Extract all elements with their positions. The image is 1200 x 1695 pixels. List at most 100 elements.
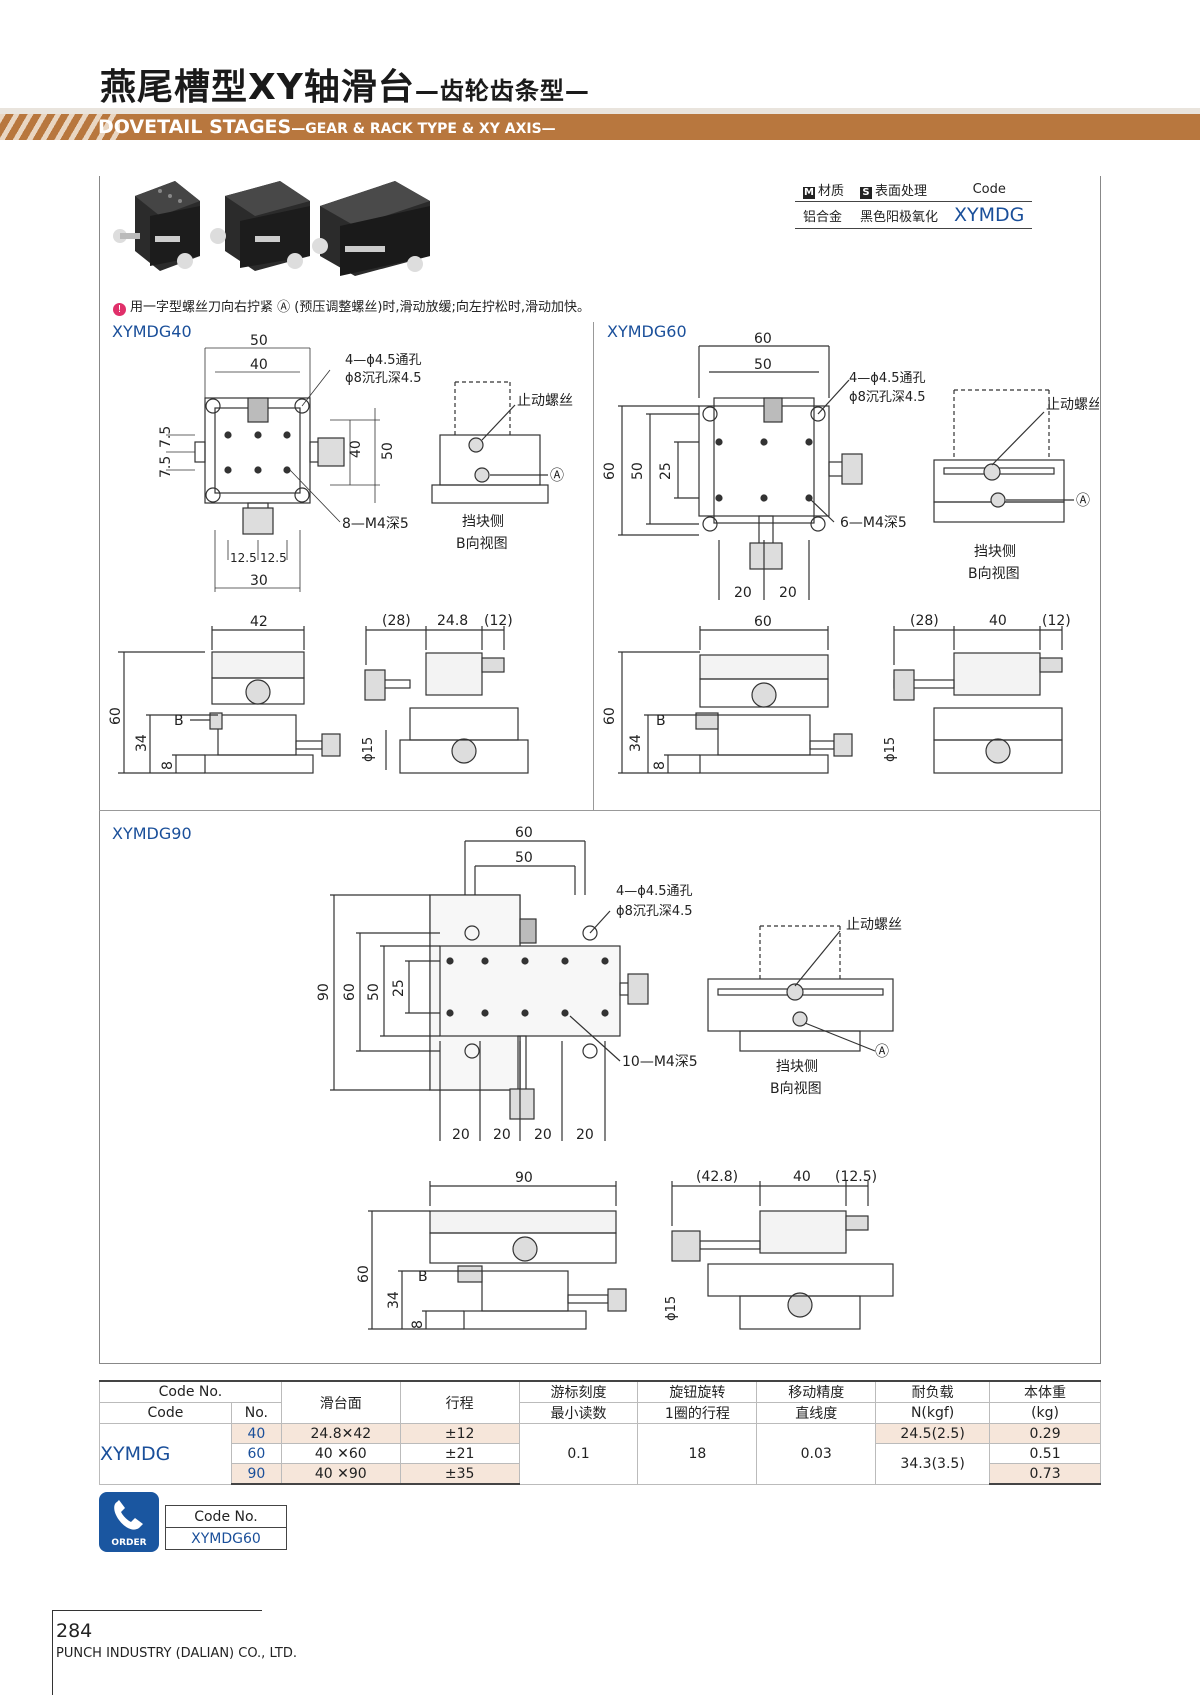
label-tap: 8—M4深5 — [342, 516, 409, 532]
th-accuracy-sub: 直线度 — [756, 1402, 877, 1424]
surface-badge: S — [860, 187, 873, 199]
band-stripes — [0, 114, 120, 140]
top-view-40 — [194, 397, 345, 535]
label-tap: 10—M4深5 — [622, 1054, 698, 1070]
title-en-sub: —GEAR & RACK TYPE & XY AXIS— — [291, 121, 556, 137]
th-vernier-sub: 最小读数 — [518, 1402, 639, 1424]
dim-60-vertical-front: 60 — [356, 1265, 372, 1283]
spec-material-value: 铝合金 — [795, 201, 853, 229]
dim-50-vertical: 50 — [380, 442, 396, 460]
dim-60-vertical: 60 — [602, 462, 618, 480]
cell-no: 90 — [230, 1463, 282, 1485]
title-en: DOVETAIL STAGES — [98, 116, 292, 138]
dim-50-vertical: 50 — [366, 983, 382, 1001]
dim-40: 40 — [793, 1169, 811, 1185]
dim-34-vertical: 34 — [628, 734, 644, 752]
dim-60-vertical-front: 60 — [602, 707, 618, 725]
cell-no: 40 — [230, 1423, 282, 1444]
label-b-arrow: B — [174, 713, 184, 729]
order-code-table: Code No. XYMDG60 — [165, 1505, 287, 1550]
label-b-view: B向视图 — [968, 566, 1020, 582]
cell-accuracy: 0.03 — [756, 1423, 877, 1485]
label-holes-b: ϕ8沉孔深4.5 — [616, 904, 693, 919]
label-circle-a: Ⓐ — [550, 468, 564, 484]
dim-34-vertical: 34 — [134, 734, 150, 752]
photo-stage-60 — [210, 181, 310, 271]
label-stop-screw: 止动螺丝 — [846, 917, 902, 933]
cell-weight: 0.29 — [989, 1423, 1101, 1444]
drawing-xymdg90: 60 50 90 60 50 25 20 20 20 20 4—ϕ4.5通孔 ϕ… — [316, 825, 902, 1330]
dim-42: 42 — [250, 614, 268, 630]
cell-code: XYMDG — [99, 1423, 232, 1485]
dim-90-front: 90 — [515, 1170, 533, 1186]
adjustment-note: ! 用一字型螺丝刀向右拧紧 Ⓐ (预压调整螺丝)时,滑动放缓;向左拧松时,滑动加快… — [113, 296, 590, 316]
th-no: No. — [230, 1402, 282, 1424]
dim-8-vertical: 8 — [410, 1320, 426, 1329]
dims-top-40 — [166, 347, 380, 592]
label-holes-a: 4—ϕ4.5通孔 — [616, 884, 693, 899]
dim-7-5-a: 7.5 — [158, 426, 174, 448]
material-label: 材质 — [818, 184, 845, 199]
label-stopper-side: 挡块侧 — [462, 514, 504, 530]
footer-rule — [52, 1610, 262, 1611]
material-badge: M — [803, 187, 815, 199]
phone-icon — [114, 1500, 143, 1530]
label-circle-a: Ⓐ — [875, 1044, 889, 1060]
label-stopper-side: 挡块侧 — [776, 1059, 818, 1075]
b-view-90 — [707, 925, 894, 1052]
table-row: 60 40 ✕60 ±21 34.3(3.5) 0.51 — [100, 1443, 1101, 1485]
th-stroke: 行程 — [399, 1380, 520, 1424]
cell-stroke: ±12 — [399, 1423, 520, 1444]
company-name: PUNCH INDUSTRY (DALIAN) CO., LTD. — [56, 1646, 297, 1661]
dim-60-front: 60 — [754, 614, 772, 630]
product-photos — [113, 181, 430, 276]
th-weight-sub: (kg) — [989, 1402, 1101, 1424]
warning-icon: ! — [113, 303, 126, 316]
page-title: 燕尾槽型XY轴滑台—齿轮齿条型— — [100, 58, 590, 110]
label-stop-screw: 止动螺丝 — [517, 393, 573, 409]
dim-60: 60 — [515, 825, 533, 841]
cell-surface: 40 ✕90 — [280, 1463, 401, 1485]
spec-surface-value: 黑色阳极氧化 — [852, 201, 947, 229]
cell-stroke: ±21 — [399, 1443, 520, 1464]
dim-7-5-b: 7.5 — [158, 456, 174, 478]
note-text: 用一字型螺丝刀向右拧紧 Ⓐ (预压调整螺丝)时,滑动放缓;向左拧松时,滑动加快。 — [130, 300, 591, 315]
drawing-frame — [99, 176, 1101, 1364]
top-view-90 — [330, 840, 649, 1141]
label-b-arrow: B — [656, 713, 666, 729]
th-code-no: Code No. — [99, 1380, 282, 1403]
th-surface: 滑台面 — [280, 1380, 401, 1424]
dim-50-vertical: 50 — [630, 462, 646, 480]
side-view-90 — [671, 1181, 894, 1330]
cell-load: 34.3(3.5) — [875, 1443, 991, 1485]
label-circle-a: Ⓐ — [1076, 493, 1090, 509]
th-knob: 旋钮旋转 — [637, 1380, 758, 1403]
order-badge: ORDER — [99, 1492, 159, 1552]
dim-30: 30 — [250, 573, 268, 589]
dim-20-c: 20 — [534, 1127, 552, 1143]
page-title-en: DOVETAIL STAGES—GEAR & RACK TYPE & XY AX… — [98, 116, 556, 138]
dim-12-5-a: 12.5 — [230, 551, 257, 565]
dim-25-vertical: 25 — [658, 462, 674, 480]
side-view-40 — [364, 626, 529, 774]
photo-stage-90 — [312, 181, 430, 276]
label-holes-a: 4—ϕ4.5通孔 — [345, 353, 422, 368]
th-accuracy: 移动精度 — [756, 1380, 877, 1403]
label-holes-b: ϕ8沉孔深4.5 — [849, 390, 926, 405]
dim-phi15: ϕ15 — [361, 737, 376, 762]
label-holes-a: 4—ϕ4.5通孔 — [849, 371, 926, 386]
label-b-arrow: B — [418, 1269, 428, 1285]
cell-vernier: 0.1 — [518, 1423, 639, 1485]
dim-50: 50 — [515, 850, 533, 866]
cell-load: 24.5(2.5) — [875, 1423, 991, 1444]
dim-50: 50 — [250, 333, 268, 349]
label-holes-b: ϕ8沉孔深4.5 — [345, 371, 422, 386]
dim-60: 60 — [754, 331, 772, 347]
table-row: 90 40 ✕90 ±35 0.73 — [100, 1463, 1101, 1485]
model-label-40: XYMDG40 — [112, 322, 192, 341]
cell-weight: 0.73 — [989, 1463, 1101, 1485]
side-view-60 — [893, 626, 1063, 774]
table-row: XYMDG 40 24.8✕42 ±12 0.1 18 0.03 24.5(2.… — [99, 1423, 1101, 1485]
